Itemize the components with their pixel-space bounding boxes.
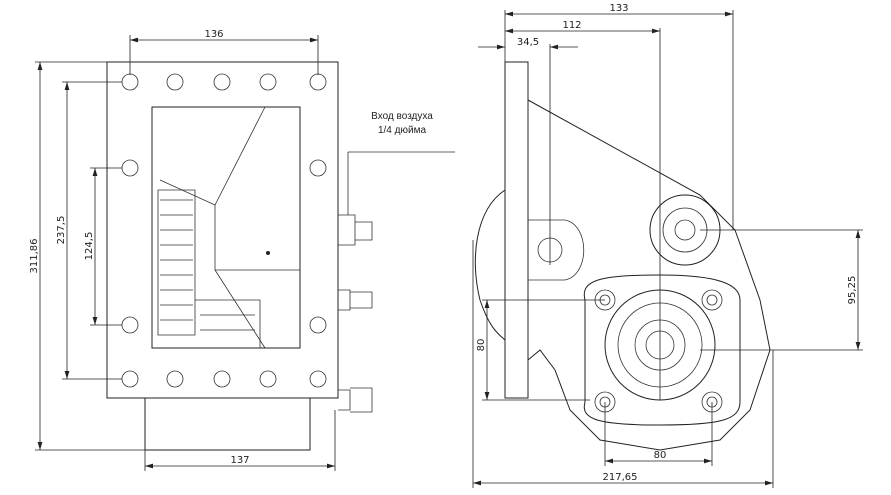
dim-137: 137 bbox=[230, 455, 249, 466]
window bbox=[151, 106, 301, 349]
dim-34-5: 34,5 bbox=[517, 37, 539, 48]
inner-gears bbox=[195, 299, 261, 348]
dim-112: 112 bbox=[562, 20, 581, 31]
air-inlet-note: Вход воздуха 1/4 дюйма bbox=[352, 110, 452, 138]
lower-housing bbox=[144, 397, 311, 451]
dim-80-vertical: 80 bbox=[476, 339, 487, 352]
bevel-gear bbox=[157, 189, 196, 336]
bolt-1 bbox=[338, 289, 373, 311]
note-line-1: Вход воздуха bbox=[371, 111, 433, 122]
gear-teeth-outline bbox=[474, 189, 506, 341]
flange bbox=[583, 274, 741, 426]
dim-124-5: 124,5 bbox=[84, 232, 95, 261]
dim-237-5: 237,5 bbox=[56, 216, 67, 245]
dim-80-horizontal: 80 bbox=[654, 450, 667, 461]
air-fitting bbox=[338, 214, 373, 246]
dim-136: 136 bbox=[204, 29, 223, 40]
side-view: 133 112 34,5 95,25 80 80 217,65 bbox=[472, 3, 863, 488]
dim-311-86: 311,86 bbox=[29, 239, 40, 274]
gear-shaft bbox=[159, 106, 300, 349]
mounting-holes bbox=[121, 73, 327, 388]
dim-217-65: 217,65 bbox=[603, 472, 638, 483]
note-line-2: 1/4 дюйма bbox=[377, 125, 427, 136]
side-plate bbox=[504, 61, 529, 399]
boss bbox=[528, 219, 584, 281]
front-view: 136 311,86 237,5 124,5 137 bbox=[29, 29, 455, 471]
bolt-2 bbox=[338, 387, 373, 413]
dim-133: 133 bbox=[609, 3, 628, 14]
flange-holes bbox=[594, 289, 723, 413]
dim-95-25: 95,25 bbox=[847, 276, 858, 305]
